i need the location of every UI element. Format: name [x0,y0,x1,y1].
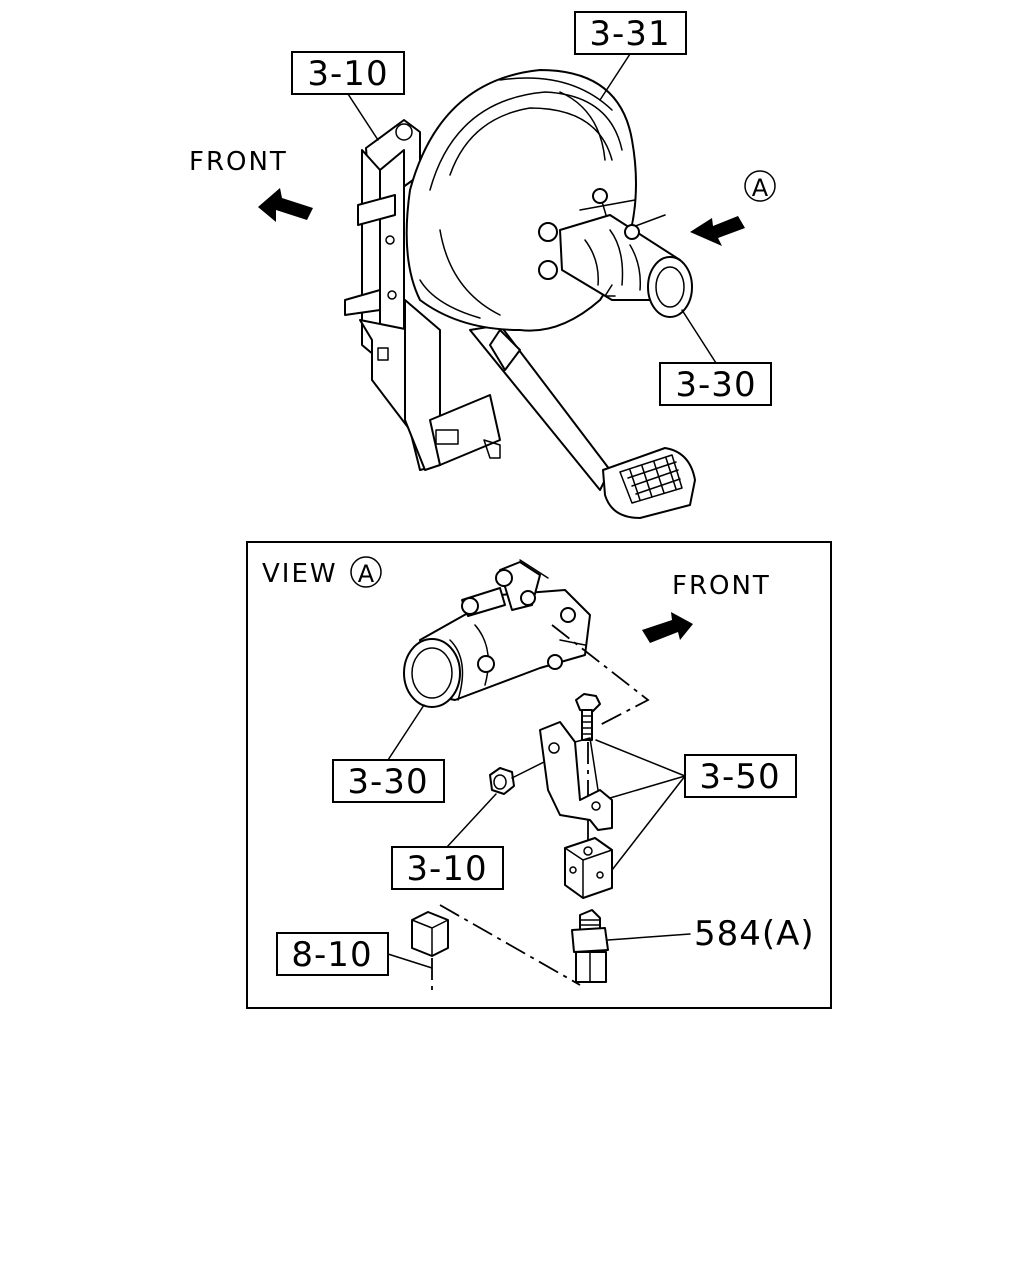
master-cylinder-drawing [538,188,693,318]
callout-nut-text: 3-10 [406,849,487,889]
nut-drawing [489,767,515,795]
view-a-title-marker-circle [350,556,382,588]
view-a-inset: VIEW A FRONT [246,541,832,1009]
view-a-title: VIEW [262,559,338,589]
assembly-line-connector [439,904,581,986]
view-a-marker-letter: A [752,174,769,202]
callout-connector-text: 8-10 [291,935,372,975]
callout-stop-switch: 584(A) [607,914,815,954]
front-arrow-inset-icon [642,612,693,643]
callout-booster-text: 3-31 [589,14,670,54]
connector-drawing [411,911,449,995]
front-arrow-icon [258,188,313,222]
brake-pedal-assembly-illustration: FRONT A 3-10 3-31 3-30 [189,11,776,519]
callout-master-cylinder-top-text: 3-30 [675,365,756,405]
callout-master-cylinder-view-a: 3-30 [332,704,445,803]
front-label-inset: FRONT [672,571,771,601]
master-cylinder-view-a-drawing [403,559,591,708]
stop-lamp-switch-drawing [571,909,609,983]
callout-nut: 3-10 [391,793,504,890]
callout-master-cylinder-view-a-text: 3-30 [347,762,428,802]
callout-switch-bracket-text: 3-50 [699,757,780,797]
assembly-line-upper [551,624,650,726]
callout-connector: 8-10 [276,932,433,976]
callout-stop-switch-text: 584(A) [694,914,815,954]
view-a-arrow-icon [690,216,745,246]
callout-master-cylinder-top: 3-30 [659,309,772,406]
switch-bracket-drawing [539,721,613,831]
switch-block-drawing [564,837,613,899]
callout-pedal-bracket: 3-10 [291,51,405,141]
front-label-top: FRONT [189,147,288,177]
callout-switch-bracket: 3-50 [595,739,797,871]
bolt-drawing [575,693,601,741]
brake-pedal-drawing [469,324,696,519]
callout-booster: 3-31 [574,11,687,101]
callout-pedal-bracket-text: 3-10 [307,54,388,94]
pedal-bracket-drawing [344,119,501,471]
view-a-title-marker-letter: A [358,560,375,588]
view-a-marker-circle [744,170,776,202]
